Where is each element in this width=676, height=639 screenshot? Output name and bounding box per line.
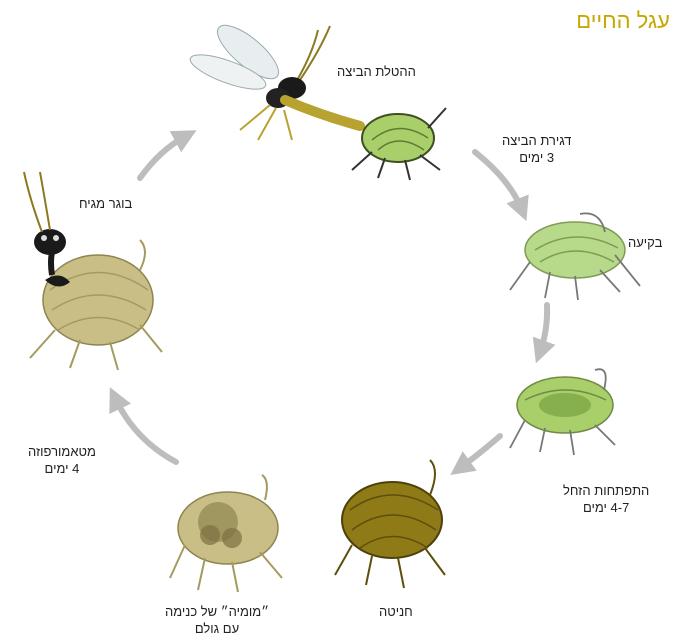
aphid-mummy-icon <box>170 475 282 592</box>
cycle-arrows <box>115 136 547 468</box>
label-larva-development-line2: 4-7 ימים <box>563 499 649 516</box>
label-suffocation-text: חניטה <box>379 603 413 620</box>
label-egg-incubation-line1: דגירת הביצה <box>502 132 571 149</box>
label-metamorphosis-line2: 4 ימים <box>28 460 96 477</box>
label-suffocation: חניטה <box>379 603 413 620</box>
diagram-title: עגל החיים <box>576 8 670 34</box>
arrow-icon <box>540 305 547 352</box>
label-egg-incubation-line2: 3 ימים <box>502 149 571 166</box>
label-egg-incubation: דגירת הביצה 3 ימים <box>502 132 571 166</box>
aphid-icon <box>510 213 640 300</box>
wasp-oviposition-icon <box>187 17 446 180</box>
label-mummy-line1: ״מומיה״ של כנימה <box>165 603 269 620</box>
arrow-icon <box>460 436 500 468</box>
label-metamorphosis-line1: מטאמורפוזה <box>28 443 96 460</box>
label-oviposition-text: ההטלת הביצה <box>337 63 416 80</box>
label-oviposition: ההטלת הביצה <box>337 63 416 80</box>
label-adult: בוגר מגיח <box>79 195 132 212</box>
arrow-icon <box>115 398 176 462</box>
arrow-icon <box>140 136 186 178</box>
label-mummy-line2: עם גולם <box>165 620 269 637</box>
label-hatching-text: בקיעה <box>628 234 662 251</box>
label-mummy: ״מומיה״ של כנימה עם גולם <box>165 603 269 637</box>
label-larva-development-line1: התפתחות הזחל <box>563 482 649 499</box>
label-metamorphosis: מטאמורפוזה 4 ימים <box>28 443 96 477</box>
label-adult-text: בוגר מגיח <box>79 195 132 212</box>
aphid-icon <box>510 369 615 455</box>
label-hatching: בקיעה <box>628 234 662 251</box>
aphid-icon <box>335 460 445 588</box>
label-larva-development: התפתחות הזחל 4-7 ימים <box>563 482 649 516</box>
